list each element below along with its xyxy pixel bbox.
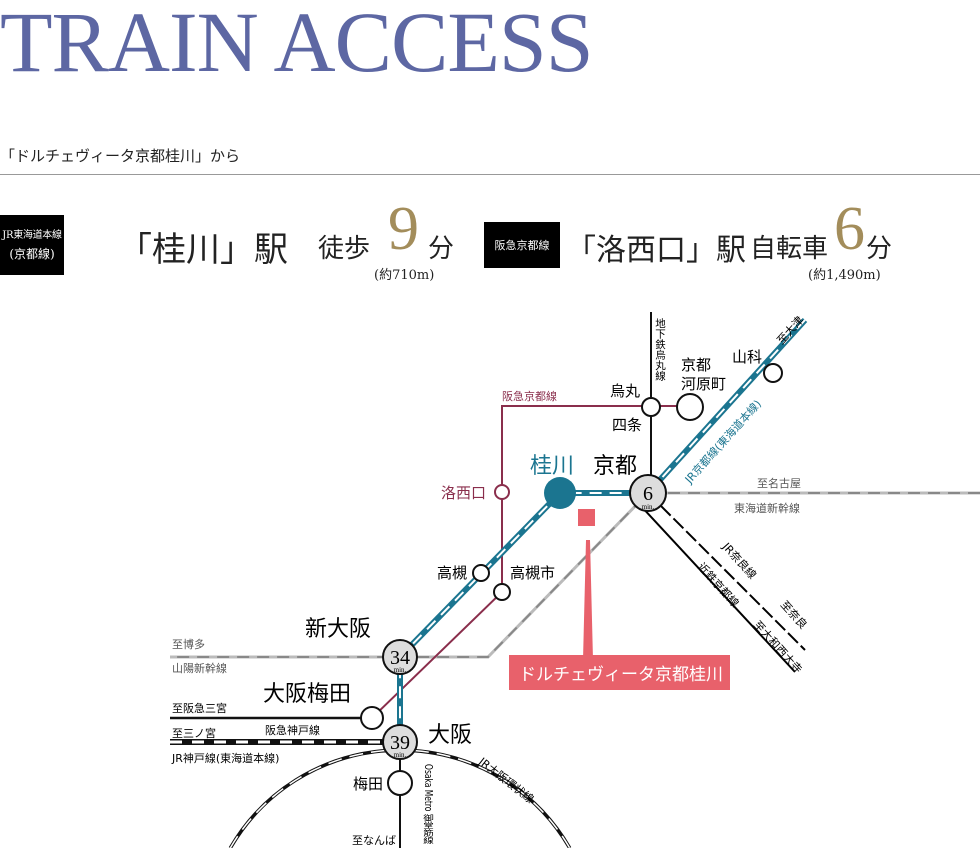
label-hankyu-kobe-line: 阪急神戸線 — [265, 723, 320, 737]
label-kintetsu-line: 近鉄京都線 — [695, 560, 742, 610]
access-distance: (約1,490m) — [808, 268, 881, 283]
shinosaka-time-unit: min. — [394, 666, 407, 674]
line-badge-text: JR東海道本線 — [2, 230, 62, 241]
label-kawaramachi: 京都 — [681, 356, 711, 374]
label-yamashina: 山科 — [732, 348, 762, 366]
line-badge-text: (京都線) — [9, 247, 55, 261]
line-badge-jr: JR東海道本線 (京都線) — [0, 215, 64, 275]
label-osaka: 大阪 — [428, 723, 472, 748]
access-minutes: 9 — [388, 195, 419, 263]
property-marker — [578, 509, 595, 526]
jr-nara-line — [647, 492, 806, 651]
label-hankyu-kyoto-line: 阪急京都線 — [502, 389, 557, 403]
label-to-namba: 至なんば — [352, 834, 396, 847]
station-shinosaka-marker — [382, 639, 418, 675]
label-osaka-loop-line: JR大阪環状線 — [475, 754, 536, 806]
station-rakusaiguchi-marker — [494, 484, 510, 500]
label-takatsuki: 高槻 — [437, 564, 467, 582]
access-unit: 分 — [866, 234, 893, 264]
label-katsuragawa: 桂川 — [530, 454, 574, 479]
property-label-box — [509, 655, 730, 690]
line-badge-text: 阪急京都線 — [494, 238, 550, 252]
label-shinosaka: 新大阪 — [305, 617, 371, 642]
station-umeda-marker — [387, 770, 413, 796]
kyoto-time: 6 — [643, 483, 653, 505]
access-distance: (約710m) — [374, 268, 435, 283]
label-osakaumeda: 大阪梅田 — [263, 682, 351, 707]
station-takatsukishi-marker — [493, 583, 511, 601]
label-umeda: 梅田 — [353, 775, 383, 793]
station-rakusaiguchi: 「洛西口」駅 — [566, 233, 746, 268]
station-katsuragawa: 「桂川」駅 — [118, 230, 288, 270]
station-yamashina-marker — [763, 363, 783, 383]
access-mode: 徒歩 — [318, 234, 371, 264]
label-to-sannomiya: 至三ノ宮 — [172, 726, 216, 740]
label-shijo: 四条 — [612, 416, 642, 434]
label-sanyo-shinkansen: 山陽新幹線 — [172, 661, 227, 675]
label-jr-nara-line: JR奈良線 — [719, 539, 759, 582]
label-to-hankyu-sannomiya: 至阪急三宮 — [172, 701, 227, 715]
kyoto-time-unit: min. — [642, 503, 655, 511]
label-karasuma-line: 地下鉄烏丸線 — [654, 317, 666, 381]
shinkansen-line-dash — [170, 492, 980, 658]
label-tokaido-shinkansen: 東海道新幹線 — [734, 501, 800, 515]
label-to-hakata: 至博多 — [172, 637, 205, 651]
label-rakusaiguchi: 洛西口 — [441, 484, 486, 502]
station-kyoto-marker — [629, 474, 667, 512]
divider — [0, 174, 980, 175]
label-to-otsu: 至大津 — [774, 313, 806, 347]
label-takatsukishi: 高槻市 — [510, 564, 555, 582]
osaka-time-unit: min. — [394, 751, 407, 759]
station-katsuragawa-marker — [544, 477, 576, 509]
station-kawaramachi-marker — [676, 393, 704, 421]
station-karasuma-marker — [641, 397, 661, 417]
page-title: TRAIN ACCESS — [0, 0, 594, 90]
property-pointer — [583, 540, 593, 660]
label-kawaramachi: 河原町 — [681, 375, 726, 393]
access-minutes: 6 — [834, 195, 865, 263]
shinkansen-line — [170, 491, 980, 659]
station-osakaumeda-marker — [360, 706, 384, 730]
access-unit: 分 — [428, 234, 455, 264]
station-osaka-marker — [382, 724, 418, 760]
kintetsu-line — [639, 504, 796, 673]
label-karasuma: 烏丸 — [610, 382, 640, 400]
line-badge-hankyu: 阪急京都線 — [484, 222, 560, 268]
osaka-time: 39 — [390, 732, 410, 754]
page-subtitle: 「ドルチェヴィータ京都桂川」から — [0, 147, 241, 165]
access-mode: 自転車 — [750, 234, 829, 264]
label-kyoto: 京都 — [593, 454, 637, 479]
label-jr-kobe-line: JR神戸線(東海道本線) — [171, 751, 279, 765]
station-takatsuki-marker — [472, 564, 490, 582]
label-to-nagoya: 至名古屋 — [757, 476, 801, 490]
label-midosuji-line: Osaka Metro 御堂筋線 — [422, 764, 434, 844]
shinosaka-time: 34 — [390, 647, 410, 669]
property-label: ドルチェヴィータ京都桂川 — [519, 665, 723, 685]
